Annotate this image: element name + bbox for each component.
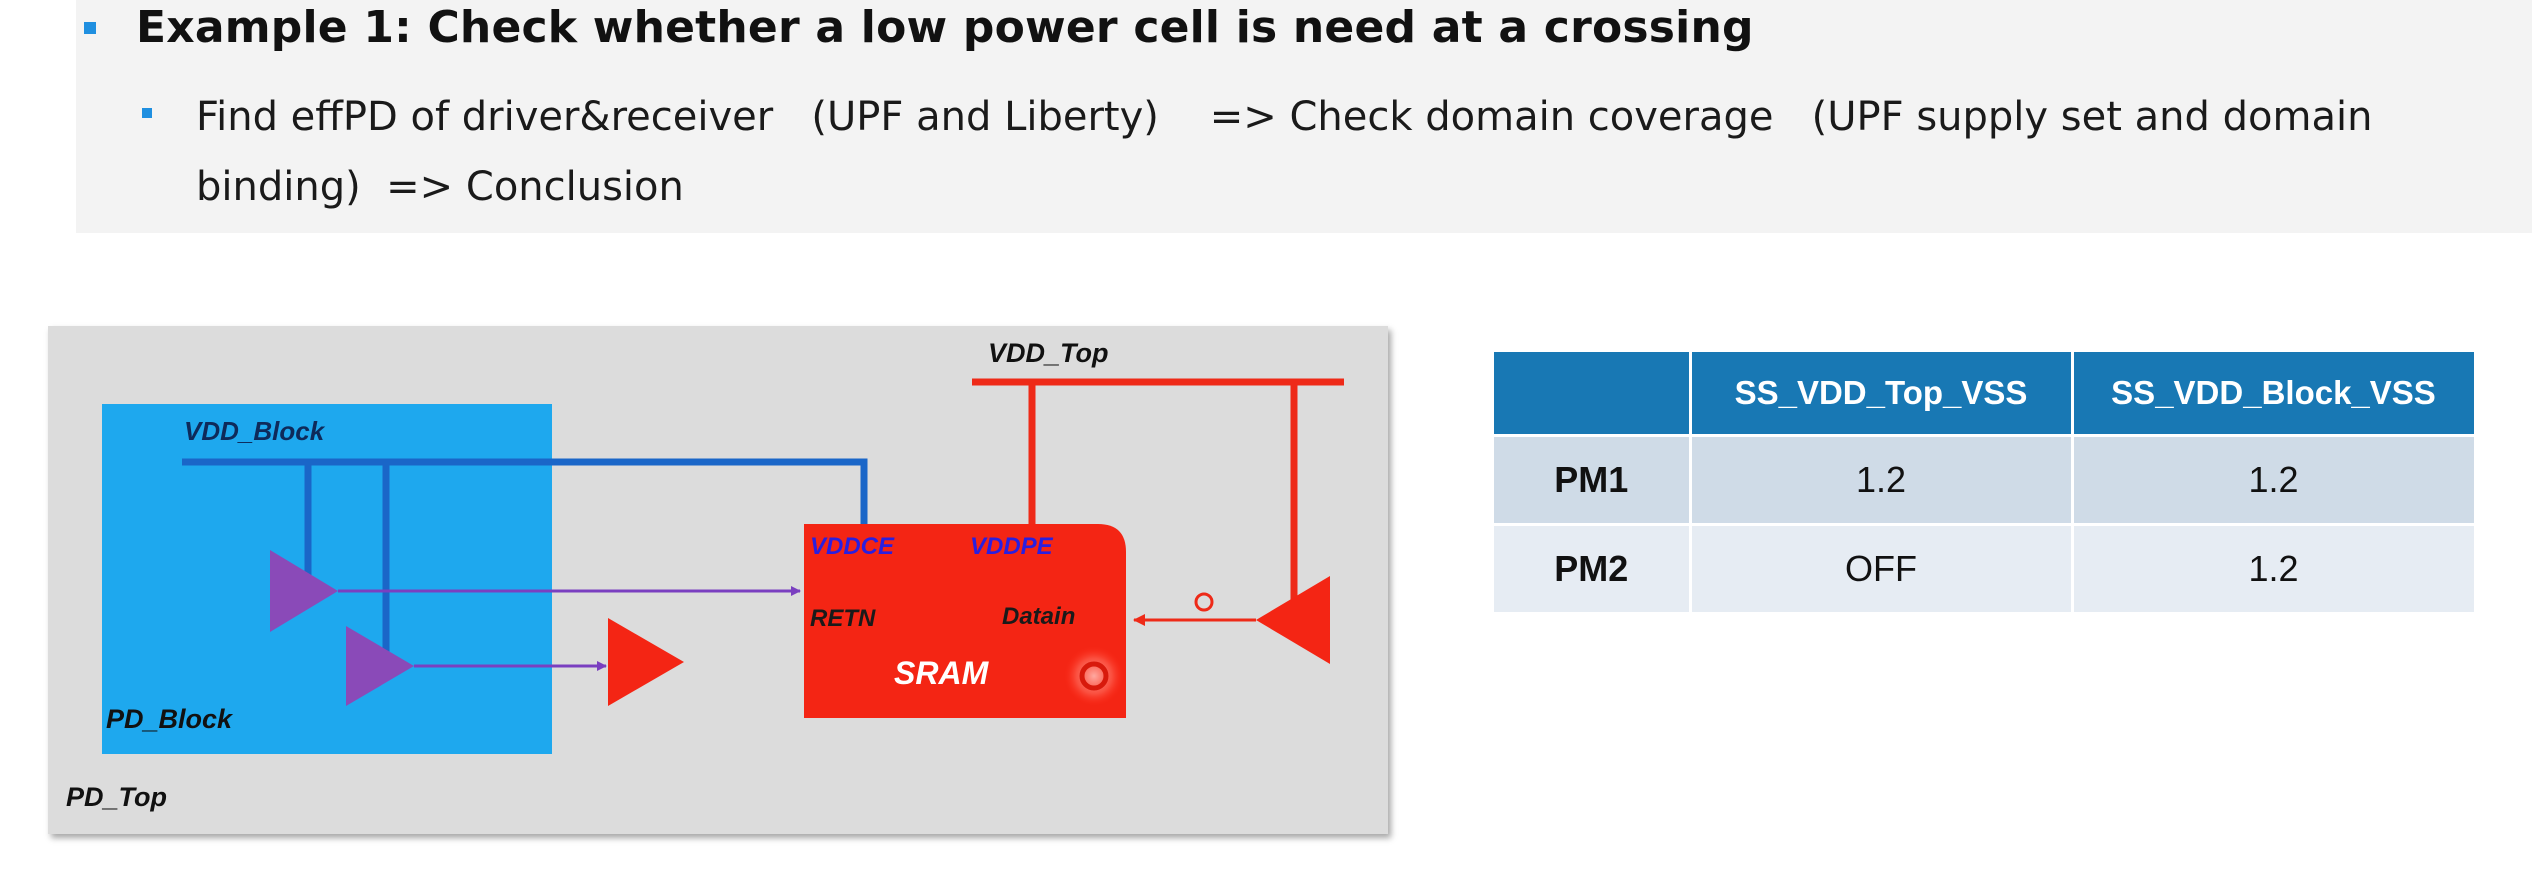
sram-marker-icon <box>1079 661 1109 691</box>
table-row: PM1 1.2 1.2 <box>1494 435 2477 526</box>
table-cell-block: 1.2 <box>2072 524 2477 615</box>
title-banner <box>76 0 2532 233</box>
table-header-row: SS_VDD_Top_VSS SS_VDD_Block_VSS <box>1494 352 2477 437</box>
sram-label: SRAM <box>894 655 990 691</box>
sram-cell <box>804 524 1126 718</box>
driver-buffer-icon <box>270 550 338 632</box>
sub-bullet-line-1: Find effPD of driver&receiver (UPF and L… <box>196 94 2373 140</box>
sub-bullet-line-2: binding) => Conclusion <box>196 164 684 210</box>
table-cell-mode: PM2 <box>1494 524 1692 615</box>
heading-bullet-icon <box>84 22 96 34</box>
retn-pin-label: RETN <box>810 605 876 632</box>
vdd-top-label: VDD_Top <box>988 338 1109 368</box>
datain-pin-label: Datain <box>1002 603 1075 630</box>
table-cell-top: OFF <box>1690 524 2074 615</box>
table-header-cell: SS_VDD_Top_VSS <box>1690 352 2074 437</box>
receiver-buffer-icon <box>608 618 684 706</box>
table-cell-mode: PM1 <box>1494 435 1692 526</box>
pd-block-label: PD_Block <box>106 704 234 734</box>
slide-heading: Example 1: Check whether a low power cel… <box>136 2 1754 53</box>
vdd-top-rail <box>972 378 1344 618</box>
table-cell-top: 1.2 <box>1690 435 2074 526</box>
vddpe-pin-label: VDDPE <box>970 533 1054 560</box>
table-header-cell: SS_VDD_Block_VSS <box>2072 352 2477 437</box>
vddce-pin-label: VDDCE <box>810 533 895 560</box>
sub-bullet-text: Find effPD of driver&receiver (UPF and L… <box>196 82 2496 222</box>
pd-block-domain <box>102 404 552 754</box>
sram-glow-icon <box>1064 646 1124 706</box>
sub-bullet-icon <box>142 108 152 118</box>
power-mode-table: SS_VDD_Top_VSS SS_VDD_Block_VSS PM1 1.2 … <box>1494 352 2477 615</box>
vdd-block-rail <box>182 458 868 660</box>
top-driver-buffer-icon <box>1256 576 1330 664</box>
pd-top-label: PD_Top <box>66 782 167 812</box>
power-domain-schematic: VDD_Top VDD_Block VDDCE VDDPE RETN Datai… <box>66 338 1344 812</box>
table-cell-block: 1.2 <box>2072 435 2477 526</box>
vdd-block-label: VDD_Block <box>184 416 326 446</box>
table-row: PM2 OFF 1.2 <box>1494 524 2477 615</box>
table-header-cell <box>1494 352 1692 437</box>
pd-top-diagram: VDD_Top VDD_Block VDDCE VDDPE RETN Datai… <box>48 326 1388 834</box>
driver-buffer-icon <box>346 626 414 706</box>
crossing-marker-icon <box>1194 592 1214 612</box>
